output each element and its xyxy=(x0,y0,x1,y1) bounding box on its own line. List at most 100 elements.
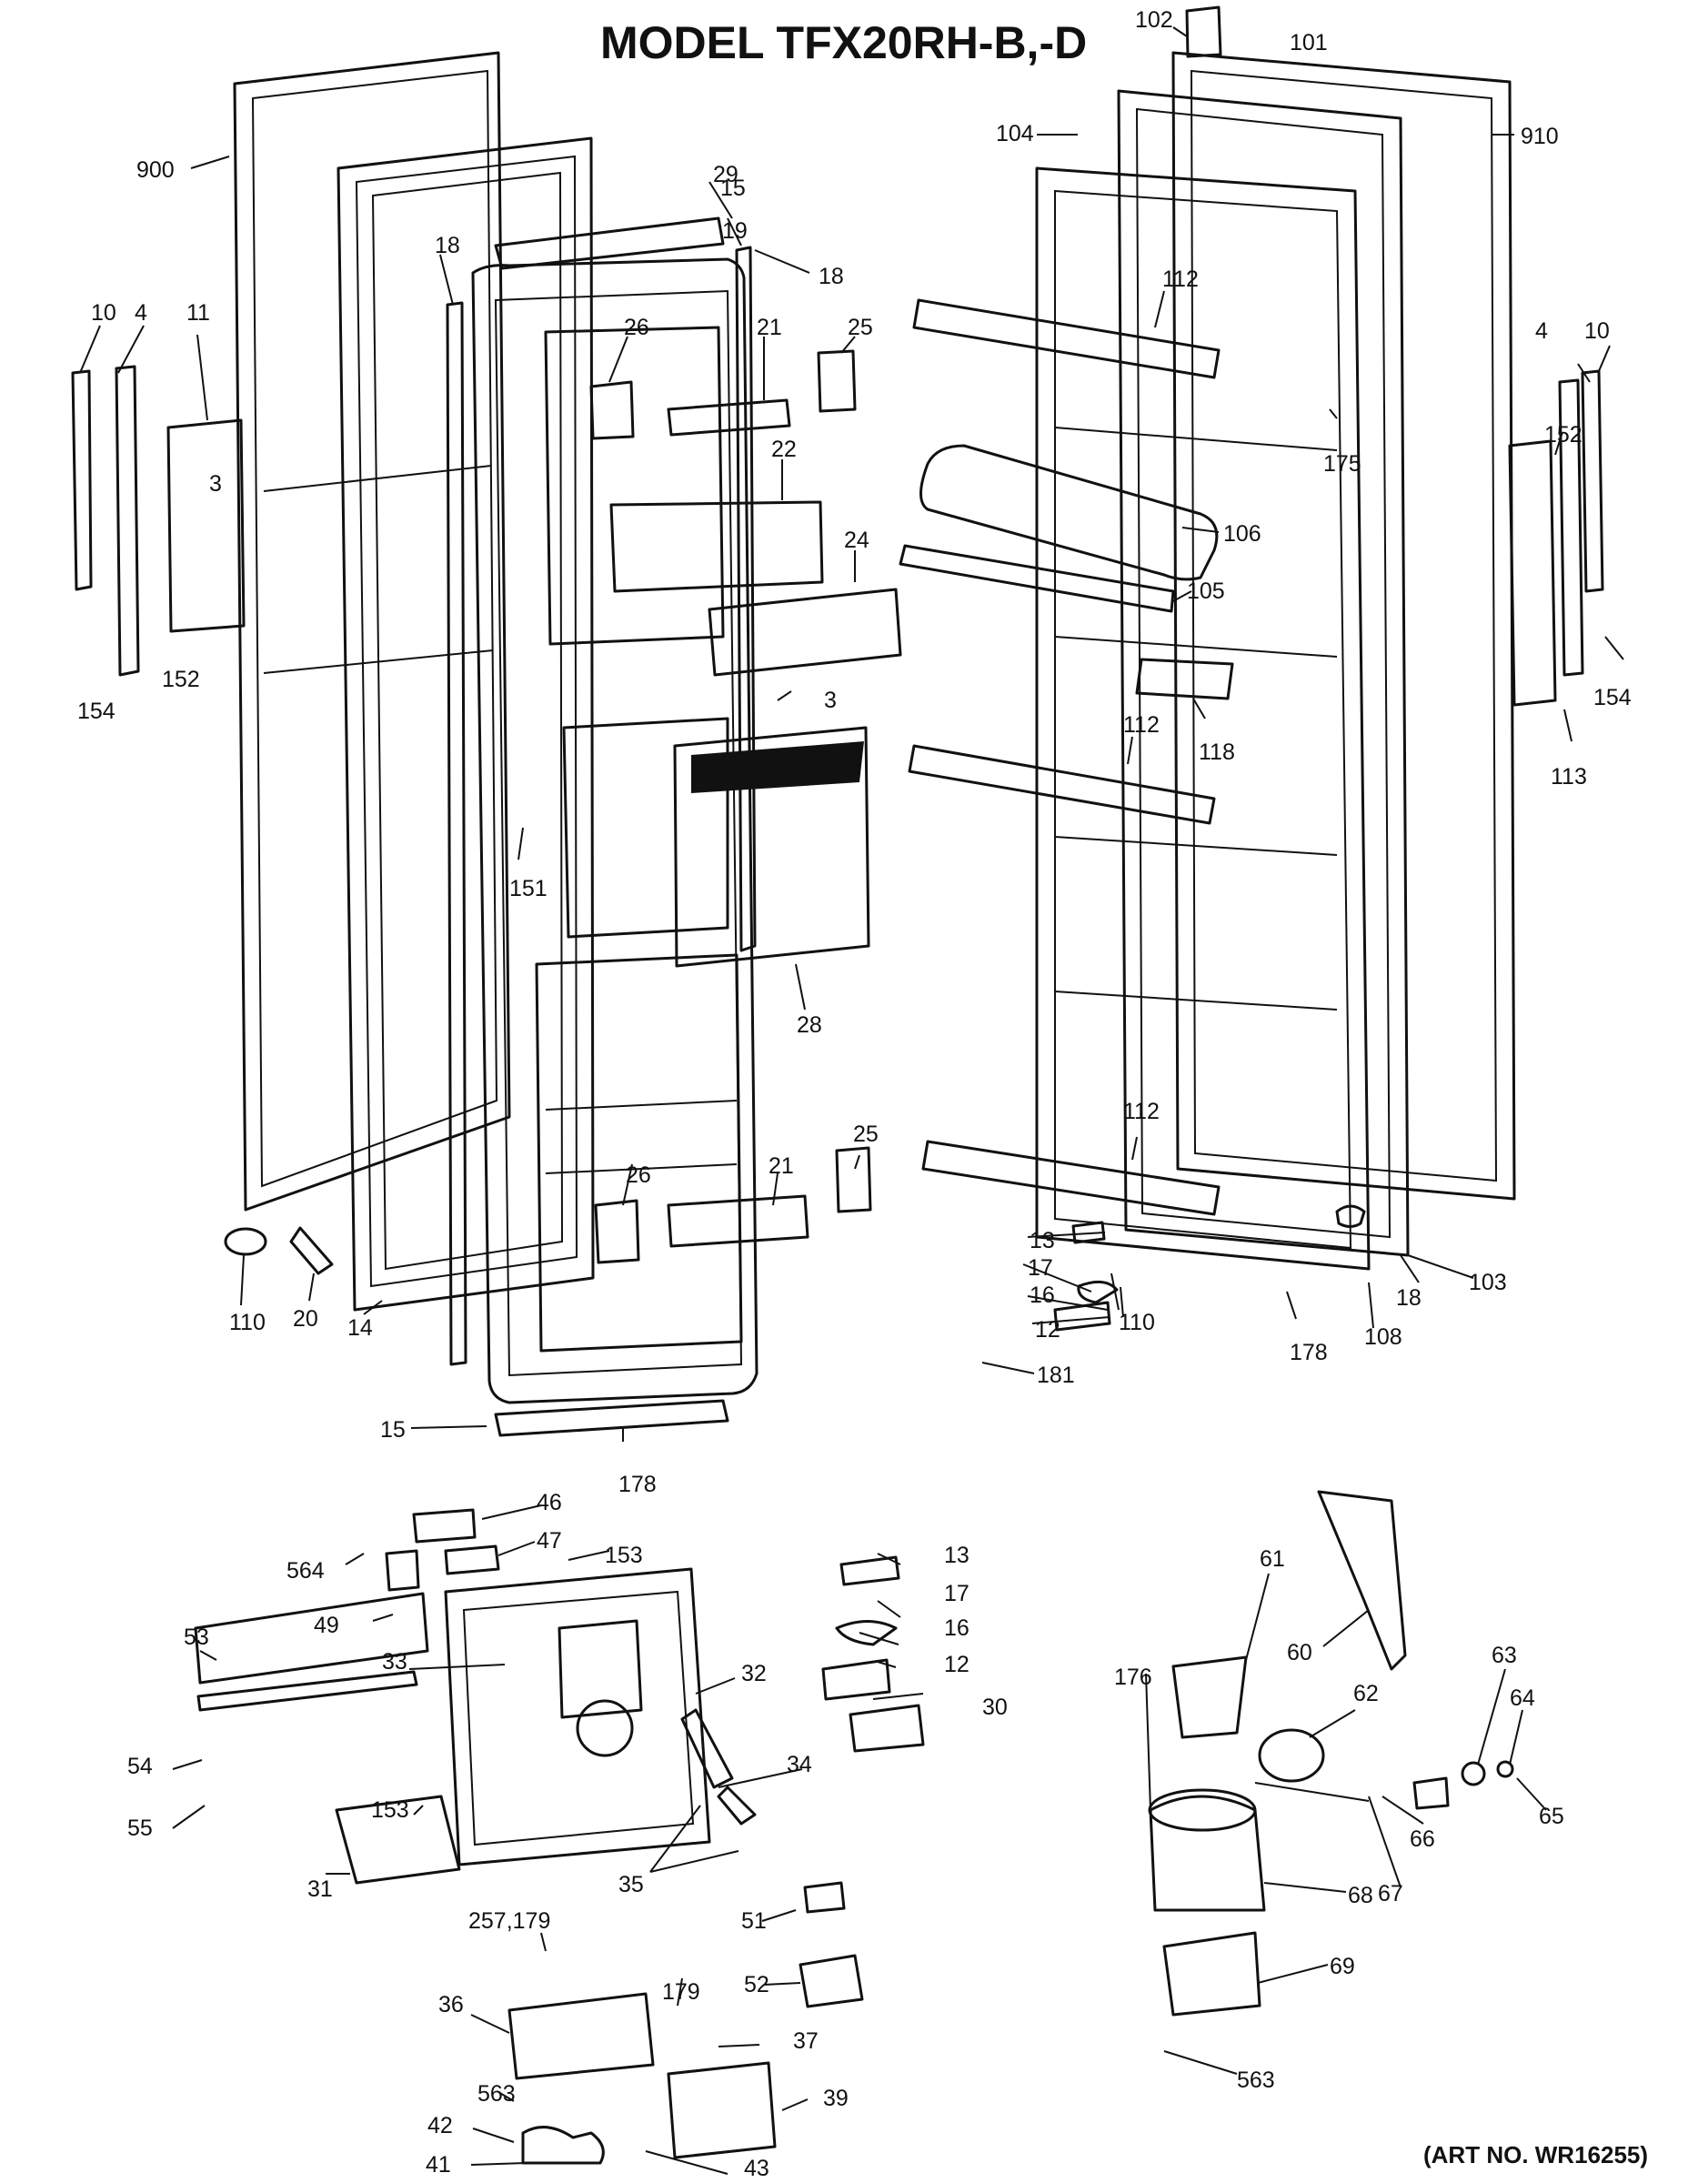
label-42: 42 xyxy=(427,2113,453,2138)
label-564: 564 xyxy=(286,1558,325,1584)
label-12-bottom: 12 xyxy=(944,1652,970,1677)
label-104: 104 xyxy=(996,121,1034,146)
label-19: 19 xyxy=(722,218,748,244)
label-112-top: 112 xyxy=(1162,267,1199,292)
label-102: 102 xyxy=(1135,7,1173,33)
label-153-bottom: 153 xyxy=(371,1797,409,1823)
leader-lines xyxy=(79,26,1624,2175)
label-175: 175 xyxy=(1323,451,1361,477)
label-179: 179 xyxy=(662,1979,700,2005)
hinge-parts-center xyxy=(821,1555,925,1753)
dispenser-lower-parts xyxy=(507,1708,864,2165)
label-118: 118 xyxy=(1199,739,1235,765)
label-47: 47 xyxy=(537,1528,562,1554)
shelf-parts-left xyxy=(71,216,902,1437)
label-33: 33 xyxy=(382,1649,407,1675)
label-108: 108 xyxy=(1364,1324,1402,1350)
label-14: 14 xyxy=(347,1315,373,1341)
label-4: 4 xyxy=(135,300,147,326)
label-36: 36 xyxy=(438,1992,464,2017)
label-18-center: 18 xyxy=(819,264,844,289)
label-17-top: 17 xyxy=(1028,1255,1053,1281)
label-37: 37 xyxy=(793,2028,819,2054)
label-49: 49 xyxy=(314,1613,339,1638)
label-21-bottom: 21 xyxy=(769,1153,794,1179)
fresh-food-door-gasket xyxy=(1117,89,1410,1257)
label-178-left: 178 xyxy=(618,1472,657,1497)
label-4-right: 4 xyxy=(1535,318,1548,344)
label-15-top: 15 xyxy=(720,176,746,201)
label-154-left: 154 xyxy=(77,699,116,724)
label-21-top: 21 xyxy=(757,315,782,340)
label-10-right: 10 xyxy=(1584,318,1610,344)
fresh-food-door-outer-panel xyxy=(1171,51,1516,1201)
label-53: 53 xyxy=(184,1625,209,1650)
label-54: 54 xyxy=(127,1754,153,1779)
label-60: 60 xyxy=(1287,1640,1312,1665)
label-112-mid: 112 xyxy=(1123,712,1160,738)
label-66: 66 xyxy=(1410,1826,1435,1852)
label-34: 34 xyxy=(787,1752,812,1777)
label-152-right: 152 xyxy=(1544,422,1582,448)
ice-bucket-assembly xyxy=(1148,1490,1514,2017)
label-68: 68 xyxy=(1348,1883,1373,1908)
label-64: 64 xyxy=(1510,1685,1535,1711)
label-900: 900 xyxy=(136,157,175,183)
label-12-top: 12 xyxy=(1035,1317,1060,1343)
label-151: 151 xyxy=(509,876,548,901)
label-3-center: 3 xyxy=(824,688,837,713)
label-32: 32 xyxy=(741,1661,767,1686)
label-39: 39 xyxy=(823,2086,849,2111)
label-103: 103 xyxy=(1469,1270,1507,1295)
label-31: 31 xyxy=(307,1876,333,1902)
label-110-right: 110 xyxy=(1119,1310,1155,1335)
label-18-right: 18 xyxy=(1396,1285,1422,1311)
label-110-left: 110 xyxy=(229,1310,266,1335)
label-30: 30 xyxy=(982,1695,1008,1720)
label-178-right: 178 xyxy=(1290,1340,1328,1365)
label-61: 61 xyxy=(1260,1546,1285,1572)
label-35: 35 xyxy=(618,1872,644,1897)
label-26-top: 26 xyxy=(624,315,649,340)
label-10: 10 xyxy=(91,300,116,326)
freezer-door-outer-panel xyxy=(233,51,511,1212)
label-46: 46 xyxy=(537,1490,562,1515)
part-labels: 900 4 10 11 3 152 154 18 15 29 19 18 26 … xyxy=(77,7,1632,2181)
label-51: 51 xyxy=(741,1908,767,1934)
label-106: 106 xyxy=(1223,521,1261,547)
label-17-bottom: 17 xyxy=(944,1581,970,1606)
label-176: 176 xyxy=(1114,1665,1152,1690)
label-55: 55 xyxy=(127,1816,153,1841)
art-number: (ART NO. WR16255) xyxy=(1423,2141,1649,2168)
label-15-bottom: 15 xyxy=(380,1417,406,1443)
label-16-top: 16 xyxy=(1030,1283,1055,1308)
label-67: 67 xyxy=(1378,1881,1403,1906)
label-563-right: 563 xyxy=(1237,2067,1275,2093)
label-152-left: 152 xyxy=(162,667,200,692)
label-18-left: 18 xyxy=(435,233,460,258)
freezer-door-gasket xyxy=(337,136,595,1312)
label-3-left: 3 xyxy=(209,471,222,497)
label-112-bottom: 112 xyxy=(1123,1099,1160,1124)
label-24: 24 xyxy=(844,528,869,553)
label-16-bottom: 16 xyxy=(944,1615,970,1641)
label-63: 63 xyxy=(1492,1643,1517,1668)
label-181: 181 xyxy=(1037,1363,1075,1388)
label-154-right: 154 xyxy=(1593,685,1632,710)
label-69: 69 xyxy=(1330,1954,1355,1979)
label-113: 113 xyxy=(1551,764,1587,790)
model-title: MODEL TFX20RH-B,-D xyxy=(600,17,1088,68)
label-11: 11 xyxy=(186,300,210,326)
label-25-bottom: 25 xyxy=(853,1122,879,1147)
label-22: 22 xyxy=(771,437,797,462)
label-41: 41 xyxy=(426,2152,451,2178)
fresh-food-door-liner xyxy=(899,5,1604,1332)
label-910: 910 xyxy=(1521,124,1559,149)
label-13-bottom: 13 xyxy=(944,1543,970,1568)
label-257-179: 257,179 xyxy=(468,1908,550,1934)
label-62: 62 xyxy=(1353,1681,1379,1706)
label-26-bottom: 26 xyxy=(626,1162,651,1188)
label-25-top: 25 xyxy=(848,315,873,340)
label-153-top: 153 xyxy=(605,1543,643,1568)
